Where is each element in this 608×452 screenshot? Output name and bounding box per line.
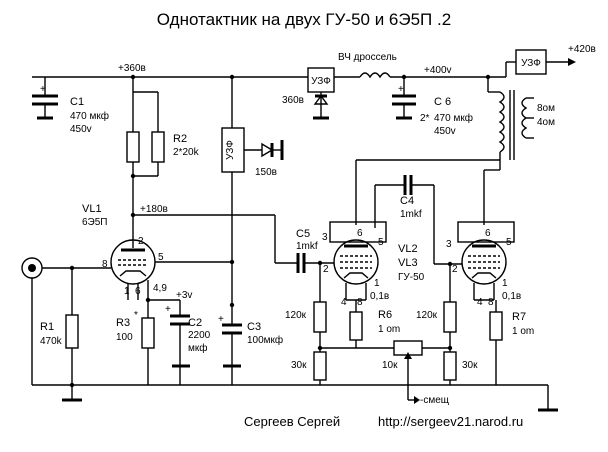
c2-value: 2200 bbox=[188, 330, 211, 341]
r120b-label: 120к bbox=[416, 310, 438, 321]
v360-uzf-label: 360в bbox=[282, 95, 304, 106]
svg-text:+: + bbox=[40, 84, 46, 95]
r3-value: 100 bbox=[116, 332, 133, 343]
c4-name: C4 bbox=[400, 195, 414, 207]
c1-voltage: 450v bbox=[70, 124, 92, 135]
svg-text:6: 6 bbox=[357, 228, 363, 239]
vl3-name: VL3 bbox=[398, 257, 418, 269]
out-8ohm-label: 8ом bbox=[537, 103, 555, 114]
v150-label: 150в bbox=[255, 167, 277, 178]
svg-text:5: 5 bbox=[506, 237, 512, 248]
r2-value: 2*20k bbox=[173, 147, 200, 158]
c1-value: 470 мкф bbox=[70, 110, 109, 122]
svg-text:2: 2 bbox=[323, 264, 329, 275]
r6-name: R6 bbox=[378, 309, 392, 321]
svg-text:3: 3 bbox=[446, 239, 452, 250]
r1-name: R1 bbox=[40, 321, 54, 333]
c6-voltage: 450v bbox=[434, 126, 456, 137]
vl1-type: 6Э5П bbox=[82, 217, 108, 228]
svg-text:6: 6 bbox=[485, 228, 491, 239]
svg-text:4,9: 4,9 bbox=[153, 283, 167, 294]
footer-url[interactable]: http://sergeev21.narod.ru bbox=[378, 414, 523, 429]
r2a-resistor bbox=[126, 131, 140, 163]
r2-name: R2 bbox=[173, 133, 187, 145]
rf-choke-icon bbox=[359, 72, 391, 79]
svg-text:4: 4 bbox=[341, 297, 347, 308]
c4-value: 1mkf bbox=[400, 209, 422, 220]
c6-note: 2* bbox=[420, 113, 430, 124]
transformer-primary bbox=[498, 91, 505, 153]
c2-name: C2 bbox=[188, 317, 202, 329]
c6-value: 470 мкф bbox=[434, 112, 473, 124]
r3-name: R3 bbox=[116, 317, 130, 329]
vl2-type: ГУ-50 bbox=[398, 272, 425, 283]
r30b-label: 30к bbox=[462, 360, 478, 371]
r30a-label: 30к bbox=[291, 360, 307, 371]
r2b-resistor bbox=[151, 131, 165, 163]
c6-name: C 6 bbox=[434, 96, 451, 108]
r6-value: 1 om bbox=[378, 324, 400, 335]
svg-text:4: 4 bbox=[477, 297, 483, 308]
r120a-label: 120к bbox=[285, 310, 307, 321]
transformer-secondary bbox=[521, 97, 528, 139]
v420-label: +420в bbox=[568, 44, 596, 55]
svg-text:8: 8 bbox=[357, 297, 363, 308]
svg-text:1: 1 bbox=[124, 286, 130, 297]
pot-label: 10к bbox=[382, 360, 398, 371]
c1-name: C1 bbox=[70, 96, 84, 108]
vl2-bias-volt: 0,1в bbox=[370, 291, 389, 302]
svg-text:5: 5 bbox=[378, 237, 384, 248]
svg-text:+: + bbox=[218, 314, 224, 325]
svg-text:3: 3 bbox=[322, 232, 328, 243]
uzf-middle-label: УЗФ bbox=[225, 140, 236, 160]
r7-name: R7 bbox=[512, 311, 526, 323]
svg-text:*: * bbox=[134, 310, 138, 321]
r7-value: 1 om bbox=[512, 326, 534, 337]
v400-label: +400v bbox=[424, 65, 452, 76]
svg-text:5: 5 bbox=[158, 252, 164, 263]
vl1-name: VL1 bbox=[82, 203, 102, 215]
r1-value: 470k bbox=[40, 336, 63, 347]
footer-author: Сергеев Сергей bbox=[244, 414, 340, 429]
r1-resistor bbox=[65, 314, 79, 349]
c3-name: C3 bbox=[247, 321, 261, 333]
uzf-right-label: УЗФ bbox=[521, 58, 541, 69]
v3-label: +3v bbox=[176, 290, 192, 301]
choke-label: ВЧ дроссель bbox=[338, 52, 397, 63]
r3-resistor bbox=[141, 317, 155, 349]
zener-icon bbox=[261, 142, 274, 158]
vl3-tube bbox=[461, 239, 507, 285]
svg-text:+: + bbox=[165, 304, 171, 315]
c2-unit: мкф bbox=[188, 342, 207, 354]
svg-text:8: 8 bbox=[102, 259, 108, 270]
svg-text:2: 2 bbox=[452, 264, 458, 275]
svg-text:1: 1 bbox=[374, 278, 380, 289]
svg-text:+: + bbox=[398, 84, 404, 95]
v360-top-label: +360в bbox=[118, 63, 146, 74]
bias-label: -смещ bbox=[420, 395, 449, 406]
page-title: Однотактник на двух ГУ-50 и 6Э5П .2 bbox=[157, 10, 451, 29]
v180-label: +180в bbox=[140, 204, 168, 215]
svg-text:1: 1 bbox=[502, 278, 508, 289]
uzf-top-label: УЗФ bbox=[311, 76, 331, 87]
out-4ohm-label: 4ом bbox=[537, 117, 555, 128]
c5-value: 1mkf bbox=[296, 241, 318, 252]
svg-text:2: 2 bbox=[138, 236, 144, 247]
vl2-name: VL2 bbox=[398, 243, 418, 255]
vl2-tube bbox=[333, 239, 379, 285]
vl3-bias-volt: 0,1в bbox=[502, 291, 521, 302]
svg-text:8: 8 bbox=[488, 297, 494, 308]
c3-value: 100мкф bbox=[247, 334, 283, 346]
c5-name: C5 bbox=[296, 228, 310, 240]
